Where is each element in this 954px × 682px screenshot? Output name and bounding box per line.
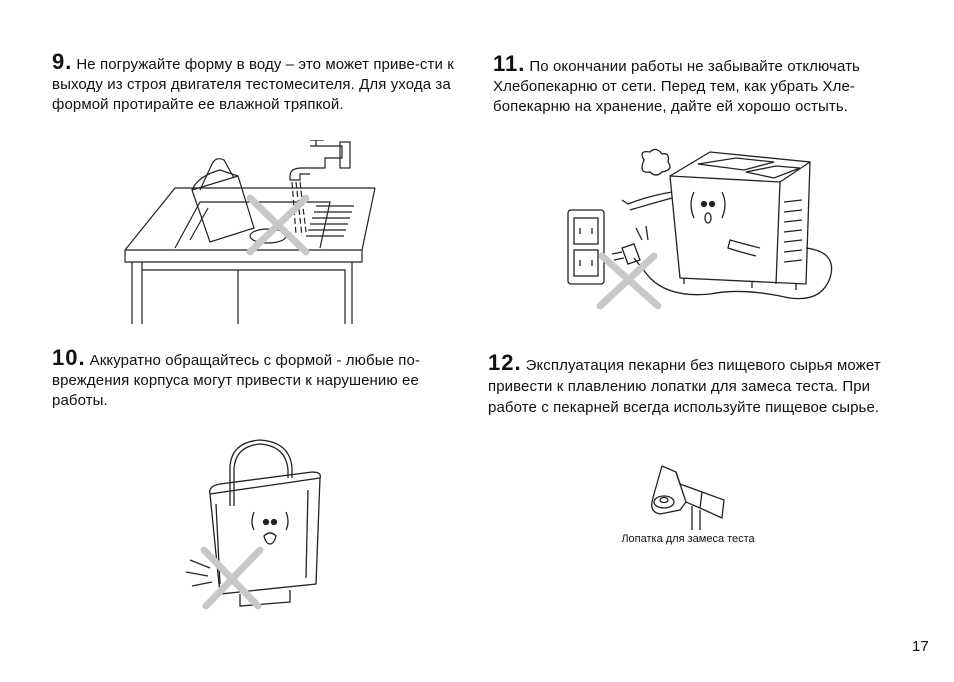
- breadmaker-unplug-icon: [567, 148, 833, 310]
- kneading-paddle-icon: [651, 465, 725, 530]
- instruction-text: Не погружайте форму в воду – это может п…: [52, 56, 454, 113]
- instruction-9: 9.Не погружайте форму в воду – это может…: [52, 49, 467, 115]
- page-number: 17: [912, 638, 929, 655]
- paddle-caption: Лопатка для замеса теста: [621, 533, 755, 545]
- instruction-text: Эксплуатация пекарни без пищевого сырья …: [488, 357, 881, 416]
- instruction-number: 11.: [493, 51, 526, 76]
- instruction-10: 10.Аккуратно обращайтесь с формой - любы…: [52, 345, 467, 411]
- instruction-number: 10.: [52, 345, 86, 370]
- instruction-11: 11.По окончании работы не забывайте откл…: [493, 51, 908, 117]
- instruction-number: 9.: [52, 49, 73, 74]
- dented-bread-pan-icon: [185, 439, 321, 610]
- instruction-number: 12.: [488, 350, 522, 375]
- instruction-12: 12.Эксплуатация пекарни без пищевого сыр…: [488, 352, 908, 418]
- instruction-text: По окончании работы не забывайте отключа…: [493, 58, 860, 115]
- sink-with-pan-under-tap-icon: [124, 140, 376, 324]
- instruction-text: Аккуратно обращайтесь с формой - любые п…: [52, 352, 421, 409]
